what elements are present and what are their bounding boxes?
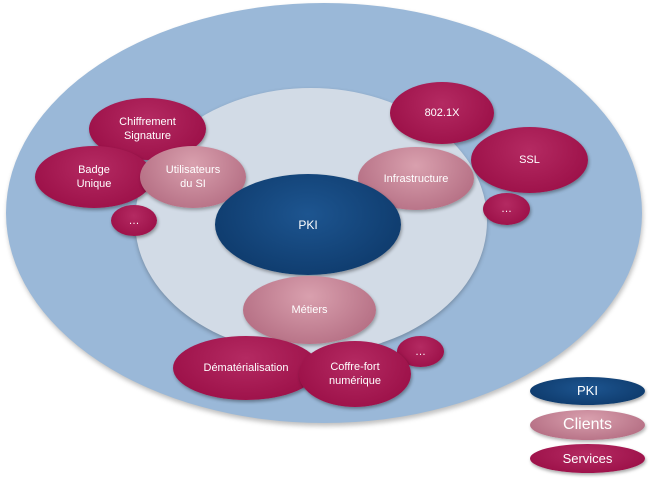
service-dematerialisation: Dématérialisation <box>173 336 319 400</box>
service-badge-unique: Badge Unique <box>35 146 153 208</box>
client-utilisateurs-si: Utilisateurs du SI <box>140 146 246 208</box>
legend-pki: PKI <box>530 377 645 405</box>
pki-core: PKI <box>215 174 401 275</box>
service-ssl: SSL <box>471 127 588 193</box>
service-more-right: … <box>483 193 530 225</box>
legend-services: Services <box>530 444 645 473</box>
service-802-1x: 802.1X <box>390 82 494 144</box>
legend-clients: Clients <box>530 410 645 440</box>
service-coffre-fort-numerique: Coffre-fort numérique <box>299 341 411 407</box>
client-metiers: Métiers <box>243 276 376 344</box>
service-more-left: … <box>111 205 157 236</box>
